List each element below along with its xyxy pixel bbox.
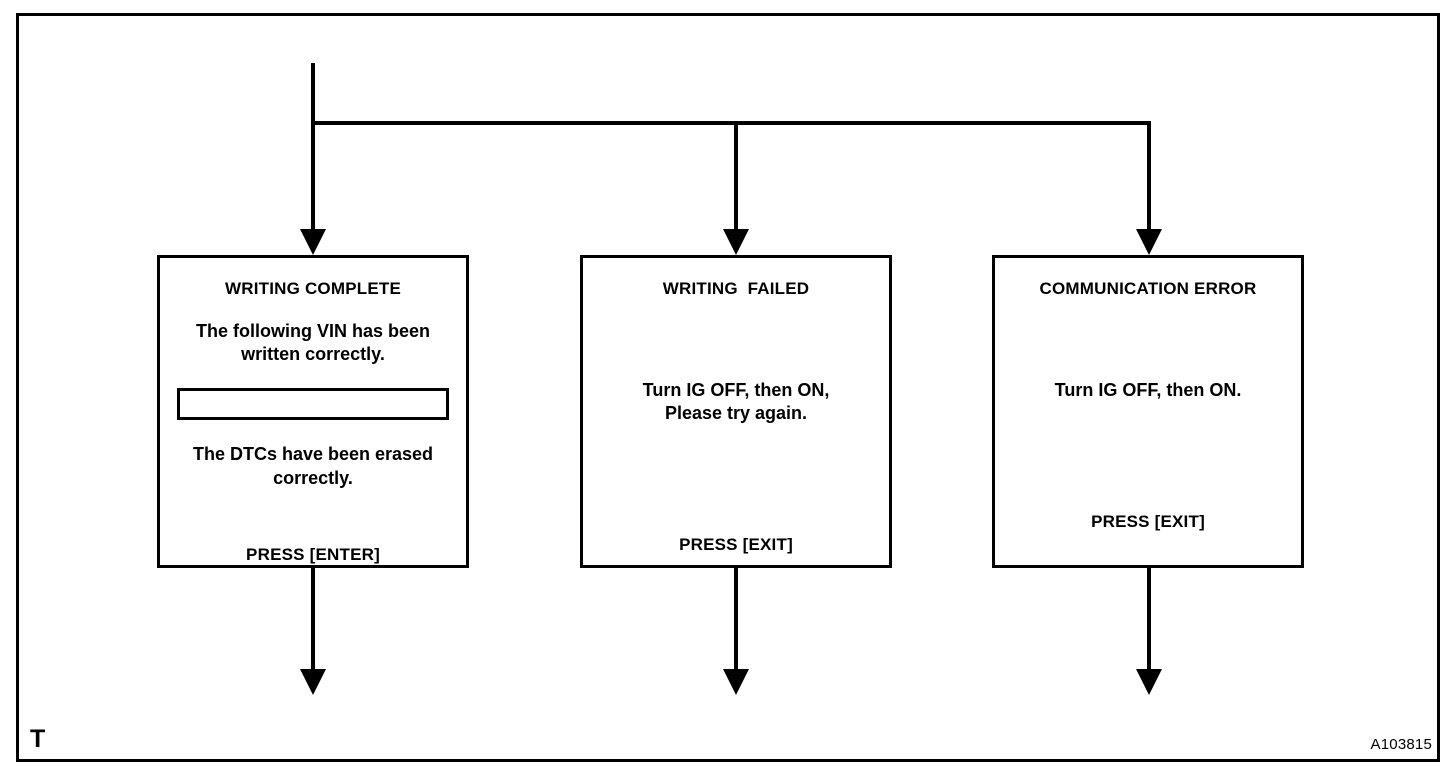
figure-id-label: A103815 [1370, 736, 1432, 753]
arrowhead-into-communication-error [1136, 229, 1162, 255]
arrowhead-into-writing-failed [723, 229, 749, 255]
screen-title-writing-complete: WRITING COMPLETE [224, 279, 402, 298]
arrowhead-exit-writing-complete [300, 669, 326, 695]
exit-line-writing-complete [311, 568, 315, 671]
screen-footer-press-exit-communication-error: PRESS [EXIT] [1091, 512, 1205, 532]
screen-box-writing-complete: WRITING COMPLETE The following VIN has b… [157, 255, 469, 568]
distribution-bus-line [311, 121, 1151, 125]
screen-footer-press-exit-writing-failed: PRESS [EXIT] [679, 535, 793, 555]
screen-box-writing-failed: WRITING FAILED Turn IG OFF, then ON, Ple… [580, 255, 892, 568]
arrowhead-into-writing-complete [300, 229, 326, 255]
sheet-continuation-mark: T [30, 725, 46, 753]
arrowhead-exit-communication-error [1136, 669, 1162, 695]
figure-border [16, 13, 1440, 762]
arrowhead-exit-writing-failed [723, 669, 749, 695]
screen-message-communication-error: Turn IG OFF, then ON. [1054, 379, 1242, 400]
screen-footer-press-enter: PRESS [ENTER] [246, 545, 380, 564]
screen-message-vin-written: The following VIN has been written corre… [195, 320, 431, 365]
screen-title-communication-error: COMMUNICATION ERROR [1039, 279, 1257, 298]
branch-line-communication-error [1147, 121, 1151, 231]
branch-line-writing-complete [311, 121, 315, 231]
branch-line-writing-failed [734, 121, 738, 231]
screen-message-writing-failed: Turn IG OFF, then ON, Please try again. [642, 379, 830, 424]
exit-line-writing-failed [734, 568, 738, 671]
exit-line-communication-error [1147, 568, 1151, 671]
screen-box-communication-error: COMMUNICATION ERROR Turn IG OFF, then ON… [992, 255, 1304, 568]
input-trunk-line [311, 63, 315, 125]
vin-value-field[interactable] [177, 388, 449, 421]
screen-title-writing-failed: WRITING FAILED [662, 279, 810, 298]
screen-message-dtc-erased: The DTCs have been erased correctly. [192, 444, 434, 488]
